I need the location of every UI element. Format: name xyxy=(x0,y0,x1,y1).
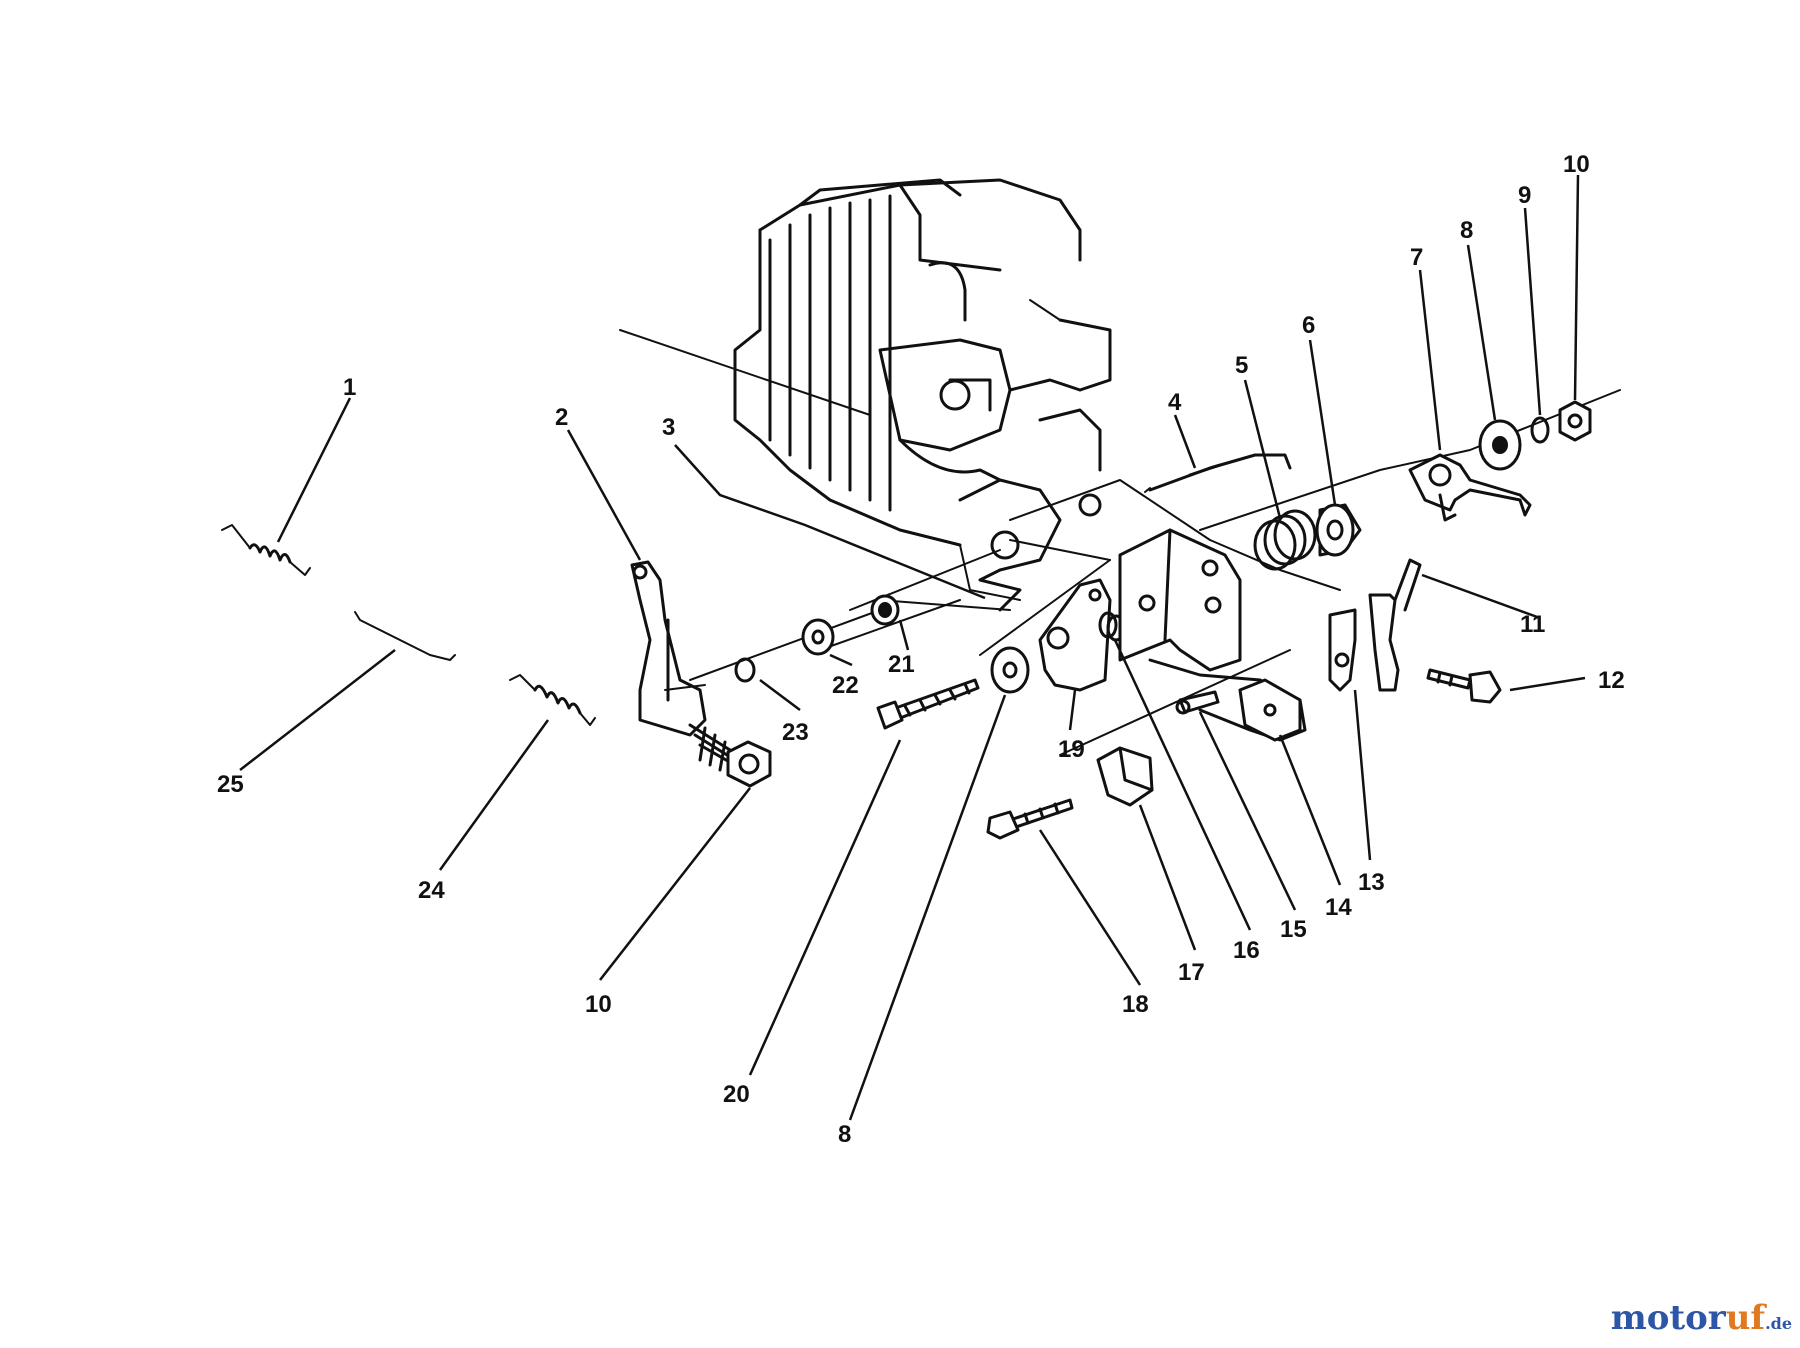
watermark-part3: .de xyxy=(1765,1314,1792,1333)
clamp-17 xyxy=(1096,746,1154,807)
bushing-21 xyxy=(870,594,900,626)
label-5: 5 xyxy=(1235,352,1248,379)
pin-15 xyxy=(1175,690,1220,715)
label-13: 13 xyxy=(1358,869,1385,896)
bracket-19 xyxy=(1038,578,1112,692)
bolt-20 xyxy=(876,678,980,730)
watermark-part2: uf xyxy=(1725,1298,1766,1338)
label-7: 7 xyxy=(1410,244,1423,271)
spring-24 xyxy=(509,674,596,726)
label-14: 14 xyxy=(1325,894,1352,921)
label-8-lower: 8 xyxy=(838,1121,851,1148)
label-4: 4 xyxy=(1168,389,1182,416)
washer-8-lower xyxy=(990,646,1030,694)
nut-10-upper xyxy=(1558,400,1592,442)
part-labels: 1 2 3 4 5 6 7 8 9 10 11 12 13 14 15 16 1… xyxy=(217,151,1625,1148)
label-3: 3 xyxy=(662,414,675,441)
watermark-logo: motoruf.de xyxy=(1611,1298,1792,1338)
watermark-part1: motor xyxy=(1610,1298,1726,1338)
plate-14 xyxy=(1238,678,1302,742)
label-10-upper: 10 xyxy=(1563,151,1590,178)
label-24: 24 xyxy=(418,877,445,904)
engine-block xyxy=(733,178,1112,612)
label-17: 17 xyxy=(1178,959,1205,986)
screw-18 xyxy=(986,798,1074,840)
label-11: 11 xyxy=(1520,611,1545,638)
spring-5 xyxy=(1253,509,1317,571)
label-18: 18 xyxy=(1122,991,1149,1018)
arm-7 xyxy=(1408,453,1532,522)
label-25: 25 xyxy=(217,771,244,798)
label-22: 22 xyxy=(832,672,859,699)
rod-4 xyxy=(1144,453,1292,493)
label-23: 23 xyxy=(782,719,809,746)
bracket-11 xyxy=(1368,558,1422,692)
washer-23 xyxy=(734,657,756,683)
label-1: 1 xyxy=(343,374,356,401)
nut-10-left xyxy=(726,740,772,788)
label-6: 6 xyxy=(1302,312,1315,339)
rod-25 xyxy=(354,611,456,661)
screw-12 xyxy=(1426,668,1502,704)
lever-2 xyxy=(630,560,742,772)
label-9: 9 xyxy=(1518,182,1531,209)
label-12: 12 xyxy=(1598,667,1625,694)
lockwasher-9 xyxy=(1530,416,1550,444)
label-15: 15 xyxy=(1280,916,1307,943)
axis-lines xyxy=(619,329,1621,756)
label-2: 2 xyxy=(555,404,568,431)
label-19: 19 xyxy=(1058,736,1085,763)
bushing-6 xyxy=(1315,503,1362,557)
label-21: 21 xyxy=(888,651,915,678)
label-8-upper: 8 xyxy=(1460,217,1473,244)
washer-22 xyxy=(801,618,835,656)
clip-13 xyxy=(1328,608,1357,692)
leader-lines xyxy=(239,174,1586,1121)
label-20: 20 xyxy=(723,1081,750,1108)
spring-1 xyxy=(221,524,311,576)
label-10-lower: 10 xyxy=(585,991,612,1018)
label-16: 16 xyxy=(1233,937,1260,964)
washer-8-upper xyxy=(1478,419,1522,471)
